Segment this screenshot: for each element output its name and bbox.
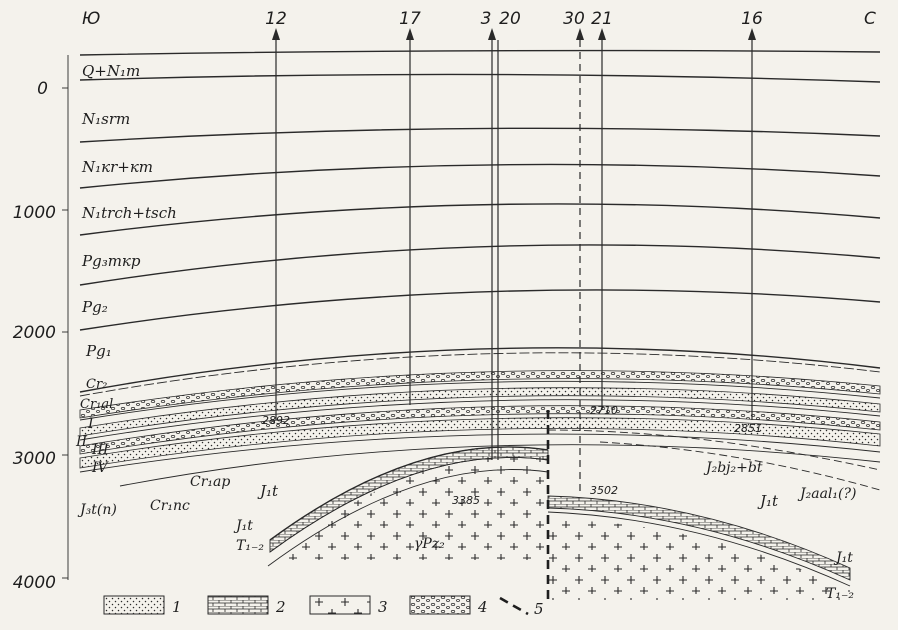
brick-layer-right bbox=[547, 495, 851, 581]
depth-tick-1000: 1000 bbox=[13, 203, 56, 223]
well-label-20: 20 bbox=[499, 9, 521, 29]
legend-swatch-fault bbox=[499, 596, 529, 616]
label-j1t-left: J₁t bbox=[257, 482, 279, 500]
basement-right bbox=[548, 520, 850, 600]
legend-label-1: 1 bbox=[172, 598, 182, 616]
label-pg1: Pg₁ bbox=[85, 342, 112, 360]
label-j1t-left2: J₁t bbox=[233, 518, 253, 534]
well-label-17: 17 bbox=[399, 9, 421, 29]
legend-swatch-cross bbox=[309, 595, 371, 615]
well-label-3: 3 bbox=[481, 9, 492, 29]
strata-labels: Q+N₁m N₁srm N₁кr+кm N₁trch+tsch Pg₃mкp P… bbox=[75, 62, 856, 602]
legend-label-5: 5 bbox=[534, 600, 544, 618]
label-cr2: Cr₂ bbox=[86, 377, 107, 392]
label-n1kr-km: N₁кr+кm bbox=[81, 158, 153, 176]
label-n1srm: N₁srm bbox=[81, 110, 130, 128]
surface-line bbox=[79, 49, 881, 56]
legend-swatch-sand bbox=[103, 595, 165, 615]
legend-label-2: 2 bbox=[275, 598, 286, 616]
label-j1t-right2: J₁t bbox=[833, 550, 853, 566]
legend-swatch-pebble bbox=[409, 595, 471, 615]
label-j2aal1: J₂aal₁(?) bbox=[797, 486, 856, 502]
depth-tick-0: 0 bbox=[37, 79, 48, 99]
label-roman-iii: III bbox=[91, 442, 109, 458]
well-depth-30: 3502 bbox=[590, 484, 618, 497]
label-j1t-right: J₁t bbox=[757, 492, 779, 510]
well-depth-12: 2892 bbox=[262, 414, 290, 427]
label-roman-iv: IV bbox=[91, 460, 110, 476]
depth-tick-3000: 3000 bbox=[13, 449, 56, 469]
label-cr1ap: Cr₁ap bbox=[190, 474, 230, 490]
compass-north: С bbox=[864, 9, 876, 29]
label-q-n1m: Q+N₁m bbox=[82, 62, 140, 80]
mesozoic-layers bbox=[79, 370, 881, 487]
label-j2bj2-bt: J₂bj₂+bt bbox=[703, 460, 763, 476]
label-t12-right: T₁₋₂ bbox=[826, 586, 854, 602]
compass-south: Ю bbox=[82, 9, 100, 29]
label-gamma-pz2: γPz₂ bbox=[414, 536, 445, 552]
label-roman-ii: II bbox=[75, 434, 88, 450]
label-t12-left: T₁₋₂ bbox=[236, 538, 264, 554]
well-depth-16: 2851 bbox=[734, 422, 762, 435]
depth-tick-4000: 4000 bbox=[13, 573, 56, 593]
label-roman-i: I bbox=[87, 416, 94, 432]
label-n1trch: N₁trch+tsch bbox=[81, 204, 177, 222]
well-depth-20: 3385 bbox=[452, 494, 480, 507]
depth-axis: 0 1000 2000 3000 4000 bbox=[13, 55, 69, 593]
legend: 1 2 3 4 5 bbox=[103, 595, 544, 618]
well-depth-21: 2710 bbox=[590, 404, 618, 417]
label-pg3mkp: Pg₃mкp bbox=[81, 252, 141, 270]
basement-left bbox=[270, 455, 548, 560]
label-pg2: Pg₂ bbox=[81, 298, 108, 316]
well-label-30: 30 bbox=[563, 9, 585, 29]
depth-tick-2000: 2000 bbox=[13, 323, 56, 343]
legend-label-3: 3 bbox=[378, 598, 388, 616]
well-label-12: 12 bbox=[265, 9, 287, 29]
legend-label-4: 4 bbox=[477, 598, 488, 616]
label-cr1nc: Cr₁nc bbox=[150, 498, 190, 514]
label-cr1al: Cr₁al bbox=[80, 397, 113, 412]
legend-swatch-brick bbox=[207, 595, 269, 615]
label-j3t-n: J₃t(n) bbox=[77, 502, 117, 518]
wells bbox=[272, 28, 756, 495]
well-label-16: 16 bbox=[741, 9, 763, 29]
well-label-21: 21 bbox=[591, 9, 613, 29]
horizons bbox=[79, 73, 881, 397]
